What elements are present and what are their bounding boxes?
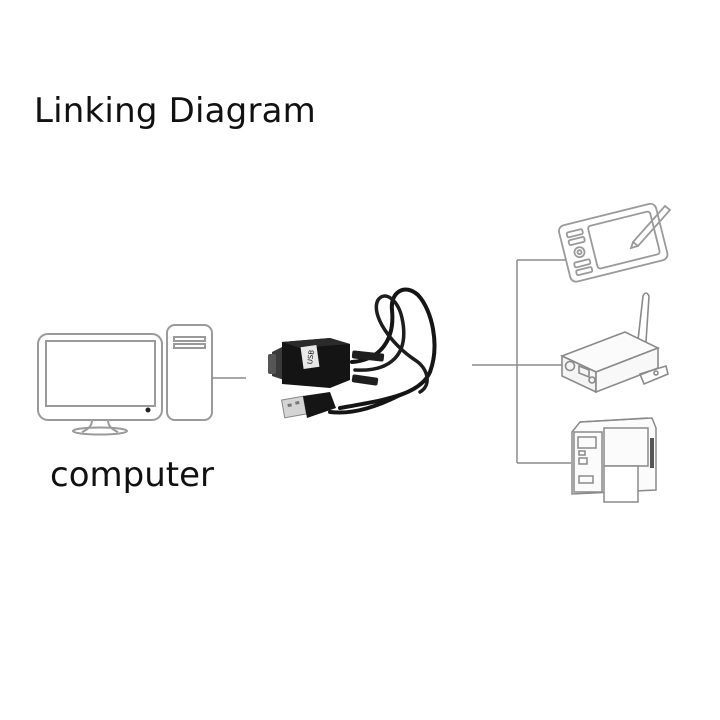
- label-printer-icon: [571, 417, 657, 503]
- wireless-serial-modem-icon: [559, 292, 669, 394]
- computer-label: computer: [50, 455, 214, 495]
- adapter-label: USB: [306, 349, 316, 365]
- stylus-pen-icon: [629, 204, 672, 250]
- diagram-title: Linking Diagram: [34, 91, 316, 131]
- usb-serial-adapter-image: USB: [268, 287, 437, 419]
- desktop-computer-icon: [37, 324, 213, 436]
- connection-bus: [516, 259, 571, 464]
- drawing-tablet-icon: [558, 202, 669, 283]
